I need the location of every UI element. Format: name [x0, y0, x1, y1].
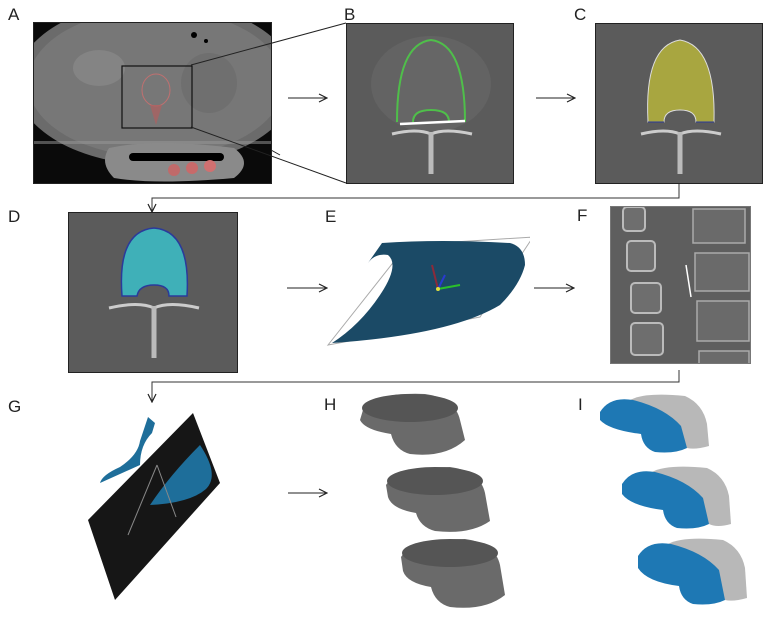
axial-ct-image: [34, 23, 271, 183]
panel-label-d: D: [8, 207, 21, 226]
panel-label-i: I: [578, 395, 583, 414]
mesh-3: [401, 539, 505, 608]
panel-e-plane-crosssection: [326, 236, 530, 346]
vertebra-green-contour-image: [347, 24, 513, 183]
vertebra-cyan-fill-image: [69, 213, 237, 372]
mesh-2: [386, 467, 490, 532]
panel-h-gray-meshes: [360, 393, 505, 608]
panel-c-yellow-segmentation: [595, 23, 763, 184]
panel-label-h: H: [324, 395, 337, 414]
sagittal-spine-image: [611, 207, 750, 363]
panel-label-b: B: [344, 5, 356, 24]
panel-label-f: F: [577, 206, 588, 225]
split-mesh-1: [600, 394, 709, 453]
panel-f-sagittal-ct: [610, 206, 751, 364]
split-mesh-3: [638, 538, 747, 605]
vertebra-yellow-fill-image: [596, 24, 762, 183]
mesh-1: [360, 393, 465, 455]
split-mesh-2: [622, 466, 731, 529]
arrow-c-to-d: [152, 184, 680, 212]
panel-label-c: C: [574, 5, 587, 24]
panel-label-e: E: [325, 207, 337, 226]
panel-label-a: A: [8, 5, 20, 24]
panel-g-cutting-plane: [88, 413, 220, 600]
panel-b-zoomed-vertebra: [346, 23, 514, 184]
panel-label-g: G: [8, 397, 22, 416]
panel-a-axial-ct: [33, 22, 272, 184]
panel-d-cyan-segmentation: [68, 212, 238, 373]
panel-i-split-meshes: [600, 394, 747, 605]
